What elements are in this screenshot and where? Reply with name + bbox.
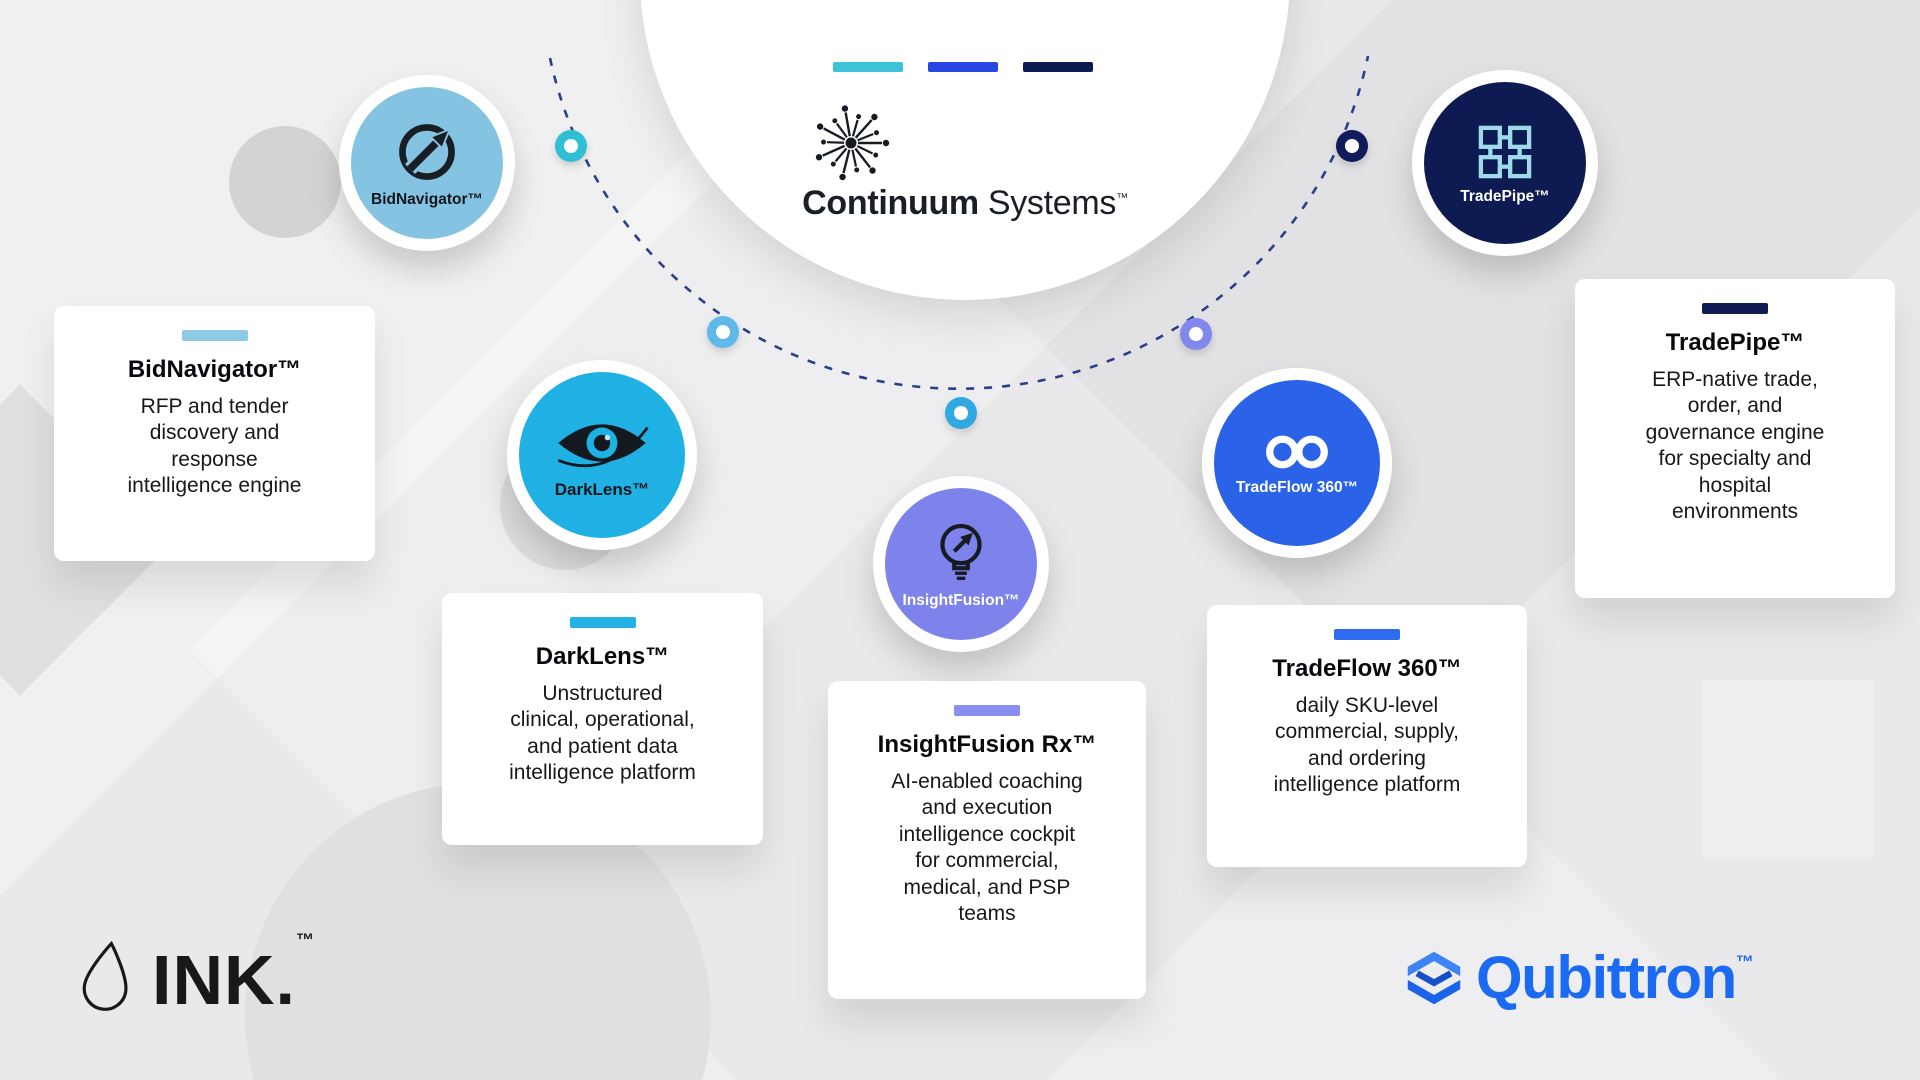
card-insightfusion: InsightFusion Rx™ AI-enabled coaching an… xyxy=(828,681,1146,999)
brand-light: Systems xyxy=(987,184,1117,222)
qubittron-icon xyxy=(1407,951,1461,1005)
dash-teal xyxy=(833,62,903,72)
ink-droplet-icon xyxy=(82,941,128,1012)
card-title: TradeFlow 360™ xyxy=(1272,655,1462,682)
connector-node xyxy=(1336,130,1368,162)
product-circle-label: InsightFusion™ xyxy=(902,591,1020,609)
qubittron-tm: ™ xyxy=(1735,952,1754,972)
ink-logo: INK.™ xyxy=(78,930,314,1015)
qubittron-name: Qubittron xyxy=(1476,944,1737,1011)
product-circle-label: BidNavigator™ xyxy=(371,190,483,208)
card-tradepipe: TradePipe™ ERP-native trade, order, and … xyxy=(1575,279,1895,598)
ink-wordmark: INK.™ xyxy=(152,930,314,1015)
accent-bar xyxy=(954,705,1020,716)
ink-tm: ™ xyxy=(296,930,314,950)
product-circle-label: TradePipe™ xyxy=(1460,187,1550,205)
card-title: TradePipe™ xyxy=(1665,329,1805,356)
accent-bar xyxy=(569,617,636,628)
ink-name: INK. xyxy=(152,941,296,1019)
connector-node xyxy=(1180,318,1212,350)
hub-dashes xyxy=(833,62,1093,72)
product-circle-insightfusion: InsightFusion™ xyxy=(873,476,1049,652)
product-circle-label: TradeFlow 360™ xyxy=(1235,478,1359,496)
infinity-icon xyxy=(1266,435,1328,468)
connector-node-hole xyxy=(1345,139,1359,153)
product-circle-darklens: DarkLens™ xyxy=(507,360,697,550)
connector-node xyxy=(555,130,587,162)
eye-icon xyxy=(557,423,649,467)
connector-node-hole xyxy=(564,139,578,153)
pipe-grid-icon xyxy=(1478,125,1532,178)
card-description: daily SKU-level commercial, supply, and … xyxy=(1273,694,1461,797)
card-darklens: DarkLens™ Unstructured clinical, operati… xyxy=(442,593,763,845)
background-square xyxy=(1702,680,1874,857)
connector-node xyxy=(945,397,977,429)
brand-bold: Continuum xyxy=(802,184,979,222)
card-description: RFP and tender discovery and response in… xyxy=(127,395,302,498)
card-description: Unstructured clinical, operational, and … xyxy=(509,682,696,785)
dash-blue xyxy=(928,62,998,72)
product-circle-tradeflow: TradeFlow 360™ xyxy=(1202,368,1392,558)
card-description: ERP-native trade, order, and governance … xyxy=(1645,368,1825,524)
product-circle-tradepipe: TradePipe™ xyxy=(1412,70,1598,256)
accent-bar xyxy=(1702,303,1768,314)
card-description: AI-enabled coaching and execution intell… xyxy=(891,770,1083,926)
qubittron-wordmark: Qubittron™ xyxy=(1476,948,1754,1008)
card-title: DarkLens™ xyxy=(535,643,670,670)
compass-arrow-icon xyxy=(399,123,455,180)
card-tradeflow: TradeFlow 360™ daily SKU-level commercia… xyxy=(1207,605,1527,867)
dash-navy xyxy=(1023,62,1093,72)
lightbulb-arrow-icon xyxy=(940,523,982,580)
connector-node-hole xyxy=(1189,327,1203,341)
product-circle-label: DarkLens™ xyxy=(554,479,650,499)
card-title: InsightFusion Rx™ xyxy=(877,731,1097,758)
card-bidnavigator: BidNavigator™ RFP and tender discovery a… xyxy=(54,306,375,561)
brand-tm: ™ xyxy=(1116,190,1128,205)
continuum-network-icon xyxy=(813,103,891,183)
accent-bar xyxy=(1334,629,1400,640)
product-circle-bidnavigator: BidNavigator™ xyxy=(339,75,515,251)
connector-node xyxy=(707,316,739,348)
accent-bar xyxy=(181,330,248,341)
background-circle xyxy=(229,126,341,238)
connector-node-hole xyxy=(716,325,730,339)
card-title: BidNavigator™ xyxy=(127,356,302,383)
qubittron-logo: Qubittron™ xyxy=(1404,948,1754,1008)
connector-node-hole xyxy=(954,406,968,420)
